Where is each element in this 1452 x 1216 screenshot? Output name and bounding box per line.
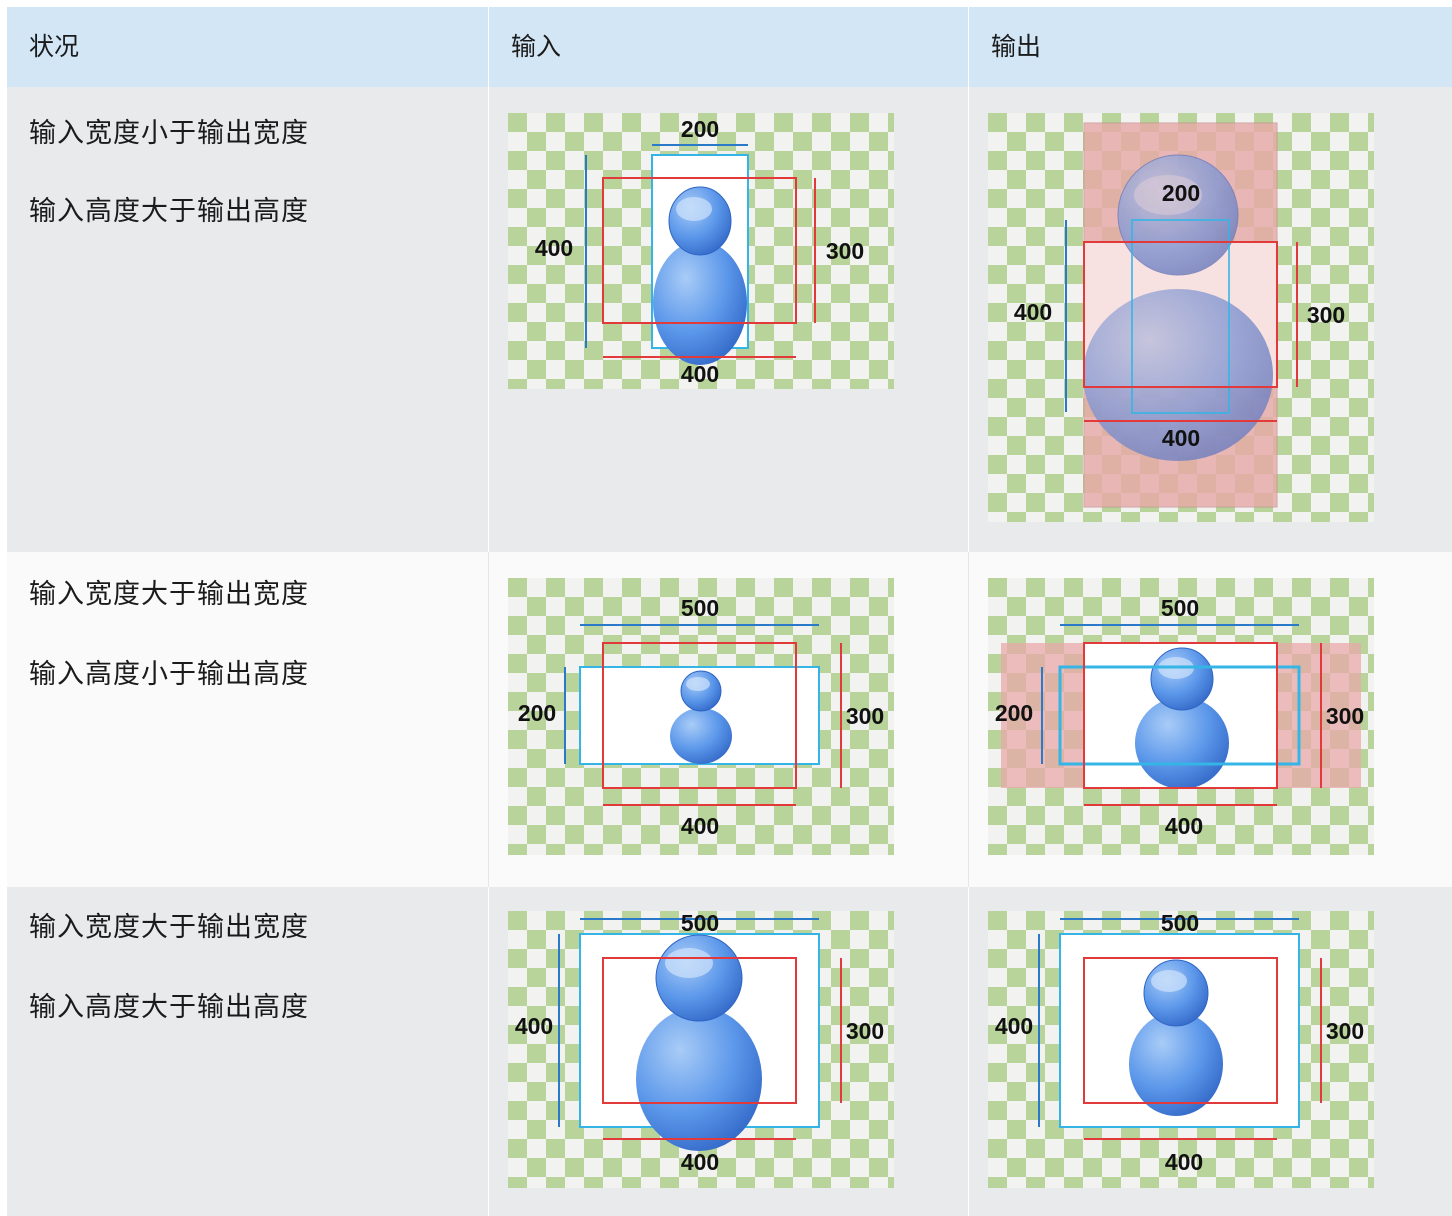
header-condition-label: 状况 (29, 32, 80, 61)
user-icon (653, 186, 747, 365)
user-icon (670, 670, 732, 764)
input-diagram: 500 400 300 400 (508, 911, 894, 1188)
user-icon (1083, 154, 1273, 461)
dimension-label: 300 (1326, 1018, 1364, 1044)
condition-text: 输入宽度大于输出宽度 (29, 912, 309, 943)
output-cell: 500 400 300 400 (968, 887, 1452, 1216)
condition-text: 输入宽度小于输出宽度 (29, 118, 309, 149)
dimension-label: 400 (515, 1013, 553, 1039)
output-cell: 500 200 300 400 (968, 552, 1452, 887)
input-cell: 500 200 300 400 (488, 552, 968, 887)
header-output-label: 输出 (991, 32, 1042, 61)
output-diagram: 200 400 300 400 (988, 113, 1374, 522)
input-cell: 200 400 300 400 (488, 87, 968, 552)
dimension-label: 400 (535, 235, 573, 261)
user-icon (636, 934, 762, 1151)
dimension-label: 200 (1162, 180, 1200, 206)
condition-text: 输入高度小于输出高度 (29, 659, 309, 690)
dimension-label: 500 (1161, 595, 1199, 621)
dimension-label: 200 (518, 700, 556, 726)
condition-cell: 输入宽度大于输出宽度 输入高度小于输出高度 (7, 552, 488, 887)
header-output: 输出 (968, 7, 1452, 87)
table-row: 输入宽度大于输出宽度 输入高度小于输出高度 500 200 300 (7, 552, 1452, 887)
dimension-label: 400 (681, 813, 719, 839)
table-row: 输入宽度大于输出宽度 输入高度大于输出高度 500 400 300 (7, 887, 1452, 1216)
header-condition: 状况 (7, 7, 488, 87)
condition-text: 输入高度大于输出高度 (29, 196, 309, 227)
dimension-label: 500 (681, 595, 719, 621)
dimension-label: 300 (846, 1018, 884, 1044)
dimension-label: 400 (1165, 813, 1203, 839)
input-diagram: 200 400 300 400 (508, 113, 894, 389)
dimension-label: 400 (995, 1013, 1033, 1039)
dimension-label: 200 (995, 700, 1033, 726)
table-header-row: 状况 输入 输出 (7, 7, 1452, 87)
condition-text: 输入高度大于输出高度 (29, 992, 309, 1023)
header-input: 输入 (488, 7, 968, 87)
dimension-label: 400 (681, 1149, 719, 1175)
table-row: 输入宽度小于输出宽度 输入高度大于输出高度 200 400 300 (7, 87, 1452, 552)
comparison-table: 状况 输入 输出 输入宽度小于输出宽度 输入高度大于输出高度 (7, 7, 1452, 1216)
input-cell: 500 400 300 400 (488, 887, 968, 1216)
dimension-label: 400 (1014, 299, 1052, 325)
dimension-label: 300 (1326, 703, 1364, 729)
dimension-label: 300 (1307, 302, 1345, 328)
user-icon (1129, 959, 1223, 1116)
condition-cell: 输入宽度小于输出宽度 输入高度大于输出高度 (7, 87, 488, 552)
dimension-label: 300 (846, 703, 884, 729)
condition-cell: 输入宽度大于输出宽度 输入高度大于输出高度 (7, 887, 488, 1216)
dimension-label: 400 (681, 361, 719, 387)
condition-text: 输入宽度大于输出宽度 (29, 579, 309, 610)
dimension-label: 300 (826, 238, 864, 264)
dimension-label: 400 (1162, 425, 1200, 451)
output-diagram: 500 400 300 400 (988, 911, 1374, 1188)
header-input-label: 输入 (511, 32, 562, 61)
dimension-label: 500 (1161, 911, 1199, 936)
dimension-label: 400 (1165, 1149, 1203, 1175)
dimension-label: 200 (681, 116, 719, 142)
output-diagram: 500 200 300 400 (988, 578, 1374, 855)
output-cell: 200 400 300 400 (968, 87, 1452, 552)
input-diagram: 500 200 300 400 (508, 578, 894, 855)
dimension-label: 500 (681, 911, 719, 936)
